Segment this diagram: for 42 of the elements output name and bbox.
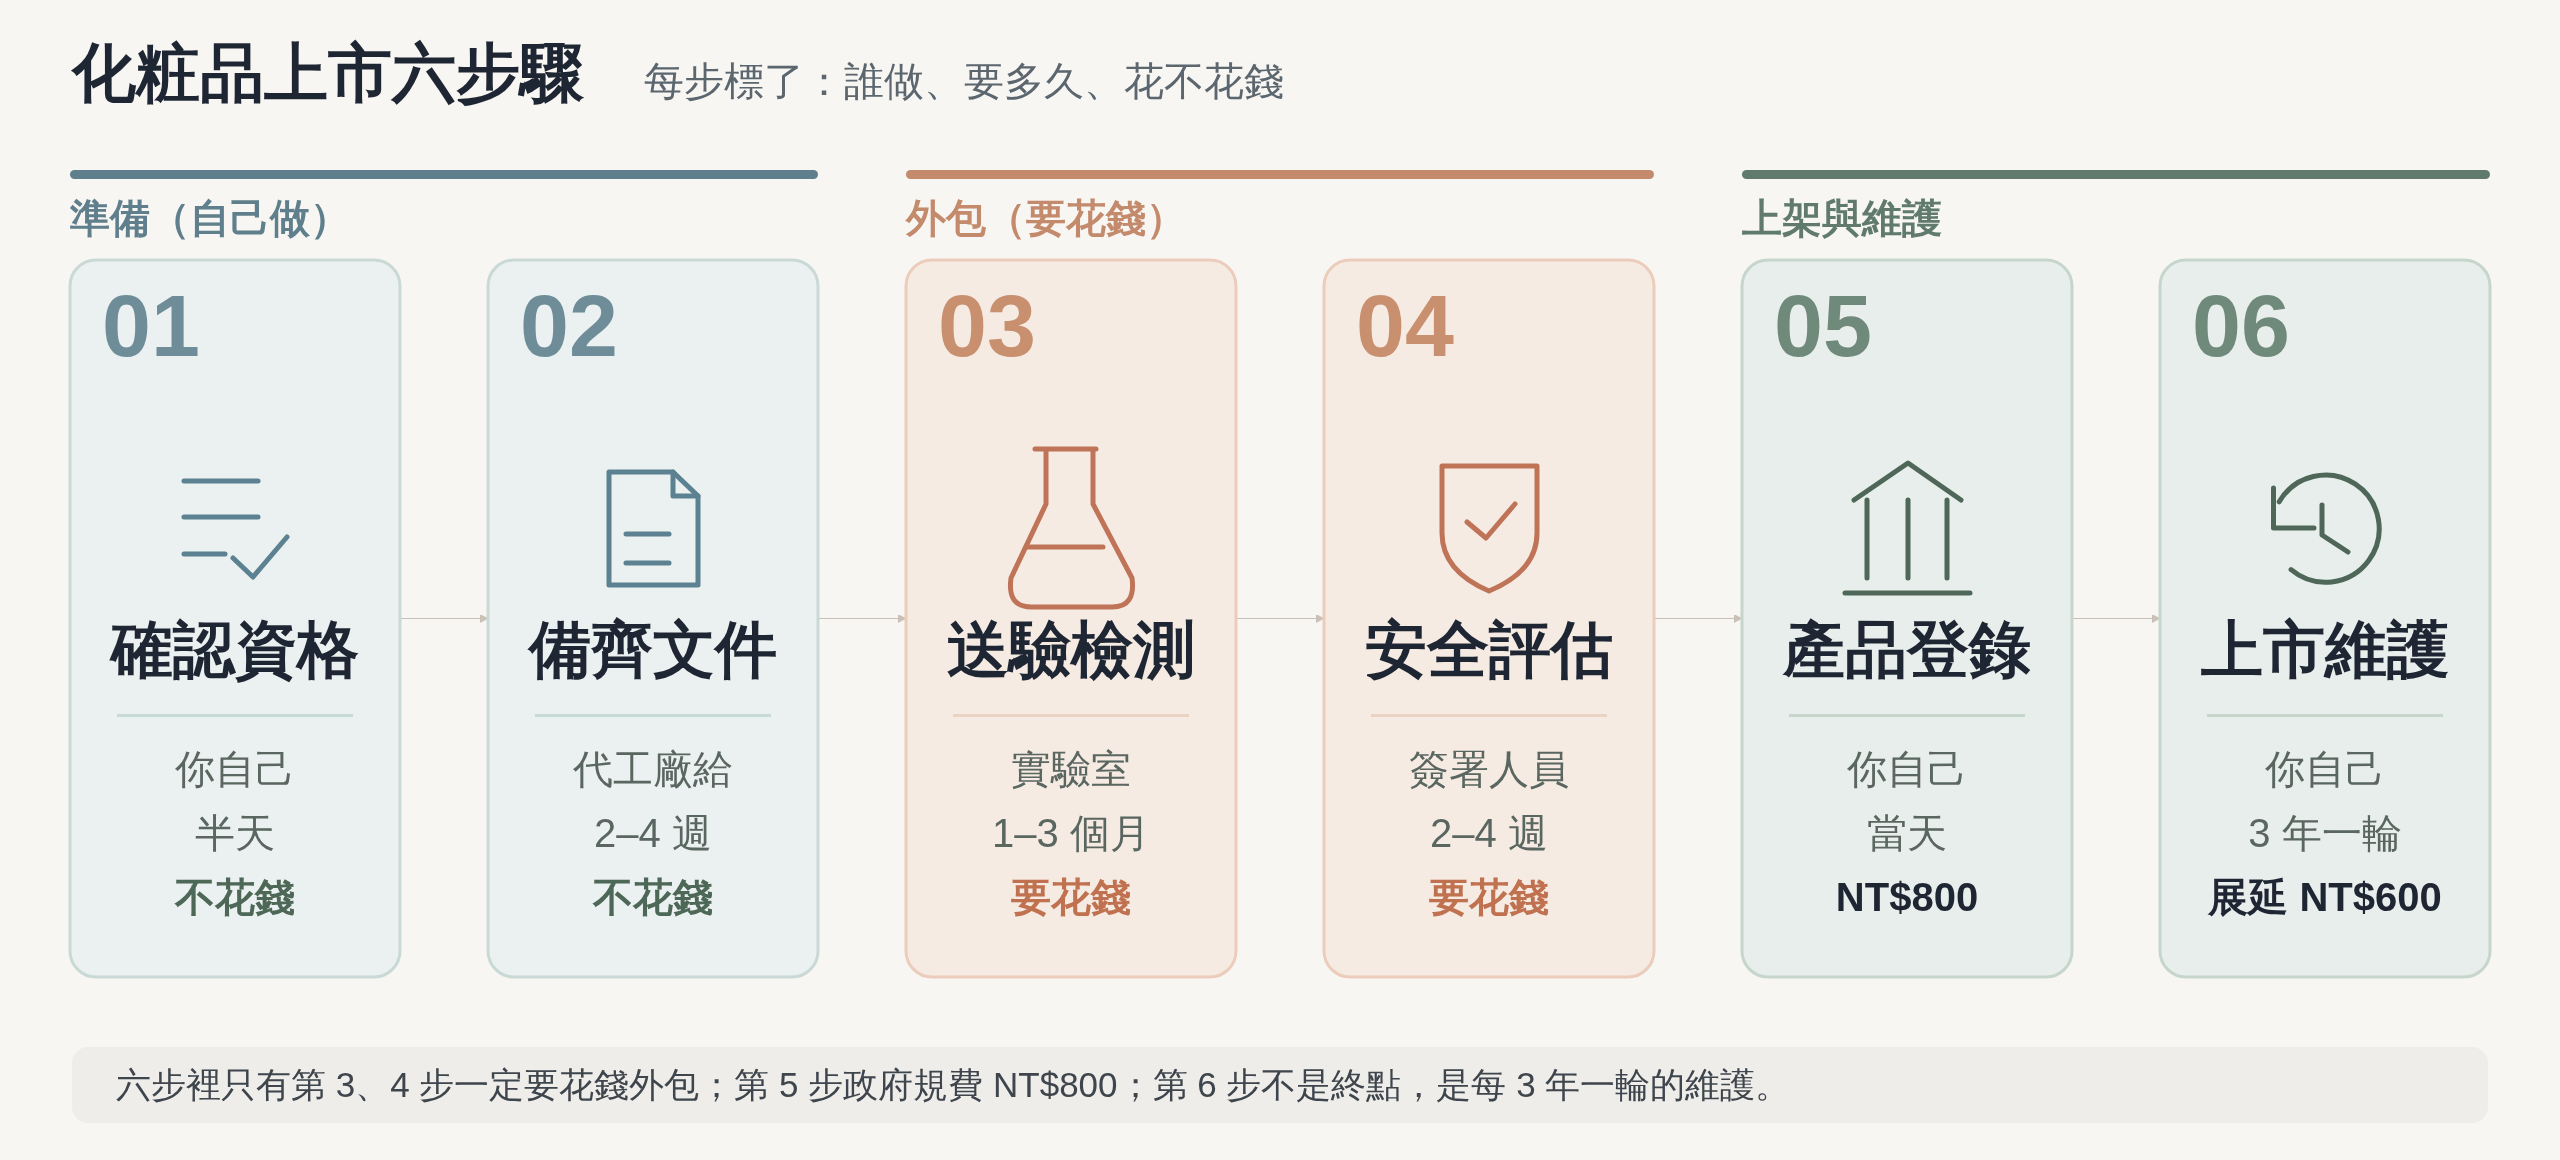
step-title: 產品登錄 [1783, 614, 2031, 686]
step-card [2158, 258, 2492, 979]
step-title: 備齊文件 [529, 614, 777, 686]
step-title: 安全評估 [1365, 614, 1613, 686]
cost-note: 不花錢 [593, 874, 713, 921]
caption-note: 六步裡只有第 3、4 步一定要花錢外包；第 5 步政府規費 NT$800；第 6 步不是終點，是每 3 年一輪的維護。 [72, 1047, 2488, 1123]
section-heading: 上架與維護 [1742, 195, 1942, 242]
step-number: 05 [1774, 276, 1873, 376]
step-number: 03 [938, 276, 1037, 376]
step-detail: 你自己 [2265, 746, 2385, 793]
step-detail: 2–4 週 [1430, 810, 1548, 857]
step-number: 01 [102, 276, 201, 376]
step-detail: 當天 [1867, 810, 1947, 857]
step-detail: 3 年一輪 [2248, 810, 2402, 857]
step-card [1740, 258, 2074, 979]
cost-note: 不花錢 [175, 874, 295, 921]
subtitle: 每步標了：誰做、要多久、花不花錢 [644, 58, 1284, 105]
diagram-title: 化粧品上市六步驟 [72, 36, 584, 111]
step-card [904, 258, 1238, 979]
step-number: 06 [2192, 276, 2291, 376]
section-heading: 準備（自己做） [70, 195, 350, 242]
step-detail: 簽署人員 [1409, 746, 1569, 793]
step-detail: 1–3 個月 [992, 810, 1150, 857]
step-title: 上市維護 [2201, 614, 2449, 686]
step-title: 送驗檢測 [947, 614, 1195, 686]
step-detail: 實驗室 [1011, 746, 1131, 793]
step-title: 確認資格 [111, 614, 359, 686]
section-heading: 外包（要花錢） [906, 195, 1186, 242]
step-detail: 半天 [195, 810, 275, 857]
cost-note: 展延 NT$600 [2208, 874, 2442, 921]
step-number: 02 [520, 276, 619, 376]
step-detail: 代工廠給 [573, 746, 733, 793]
step-card [1322, 258, 1656, 979]
cost-note: 要花錢 [1011, 874, 1131, 921]
step-detail: 2–4 週 [594, 810, 712, 857]
step-card [68, 258, 402, 979]
step-detail: 你自己 [1847, 746, 1967, 793]
cost-note: 要花錢 [1429, 874, 1549, 921]
step-detail: 你自己 [175, 746, 295, 793]
cost-note: NT$800 [1835, 874, 1979, 921]
step-card [486, 258, 820, 979]
step-number: 04 [1356, 276, 1455, 376]
